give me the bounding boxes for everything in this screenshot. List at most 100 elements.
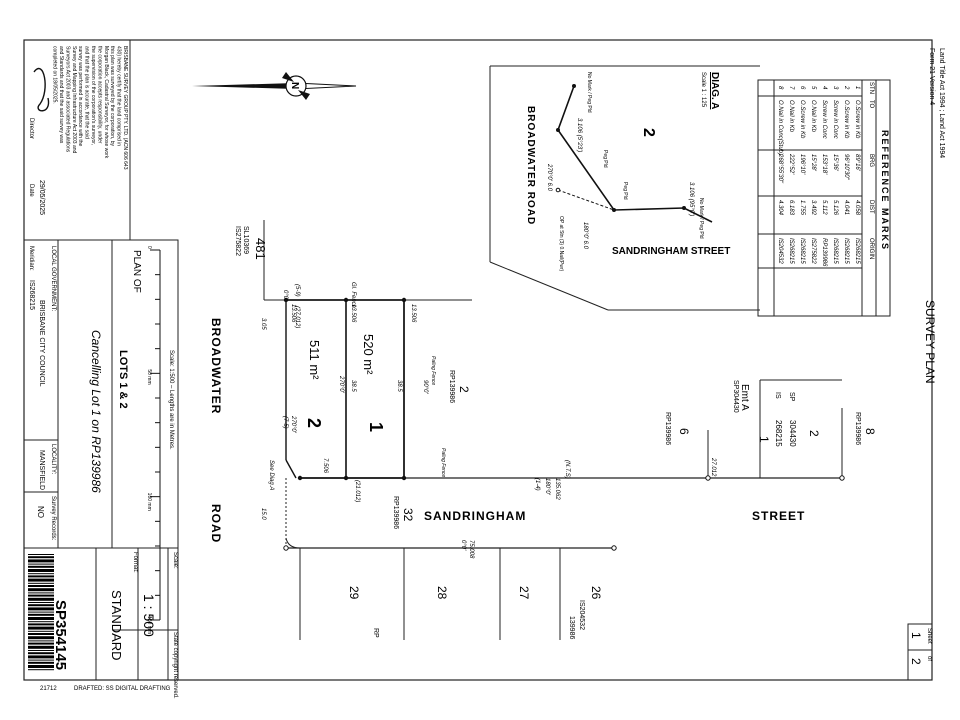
barcode-bar <box>28 585 54 587</box>
certificate-line: the corporation accepts responsibility, … <box>96 46 102 144</box>
diagram-a: DIAG. A Scale 1 : 125 2 BROADWATER ROAD … <box>489 65 760 311</box>
barcode-bar <box>28 652 54 655</box>
street-sandringham: SANDRINGHAM <box>424 509 526 523</box>
is-number: 268215 <box>774 420 783 447</box>
diag-chamfer-line <box>489 261 609 311</box>
ref-cell: 153°18' <box>821 154 827 175</box>
diag-station-note: Peg Pld <box>602 150 608 168</box>
ref-cell: 5.112 <box>821 200 827 215</box>
certificate-line: 430) hereby certify that the land compri… <box>116 46 122 146</box>
ref-cell: 8 <box>777 86 783 90</box>
rp-label: RP <box>372 628 379 638</box>
certificate-text: BRISBANE SURVEY GROUP PTY. LTD. (ACN 606… <box>52 46 128 170</box>
barcode-bar <box>28 559 54 563</box>
barcode-bar <box>28 642 54 645</box>
ref-col-header: STN <box>868 82 874 94</box>
road-broadwater: BROADWATER <box>209 318 223 414</box>
diag-station-note: Peg Pld <box>622 182 628 200</box>
barcode-bar <box>28 661 54 664</box>
act-title: Land Title Act 1994 ; Land Act 1994 <box>938 48 945 158</box>
dimension-depth: 38.5 <box>350 380 356 392</box>
barcode-bar <box>28 650 54 651</box>
ref-col-header: ORIGIN <box>868 238 874 259</box>
barcode-bar <box>28 578 54 582</box>
lot-6-plan: RP139986 <box>664 412 671 445</box>
barcode-bar <box>28 665 54 668</box>
diag-street-label: SANDRINGHAM STREET <box>612 246 730 257</box>
scale-value: 1 : 500 <box>141 594 157 637</box>
lot-26-label: 26 <box>589 586 603 600</box>
ref-cell: O.Screw in Kb <box>799 100 805 139</box>
form-version: Form 21 Version 4 <box>928 48 935 105</box>
ref-cell: O.Nail in Kb <box>788 100 794 133</box>
dimension-rear2: 7.506 <box>322 458 328 474</box>
format-value: STANDARD <box>109 590 124 661</box>
diag-road-label: BROADWATER ROAD <box>525 106 536 225</box>
certificate-line: completed on 18/05/2025. <box>52 46 58 104</box>
locality-label: LOCALITY: <box>50 444 56 475</box>
ref-marks-title: REFERENCE MARKS <box>880 130 890 251</box>
barcode-bar <box>28 617 54 620</box>
ref-cell: 89°16' <box>854 154 860 172</box>
street-word: STREET <box>752 509 805 523</box>
barcode-bar <box>28 655 54 659</box>
ref-marks-rows: 1O.Screw in Kb89°16'4.058IS2682152O.Scre… <box>777 85 860 267</box>
ref-cell: 15°28' <box>810 154 816 172</box>
diag-station-note: No Mark / Peg Pld <box>698 198 704 239</box>
dimension-paling_fence: Paling Fence <box>430 356 436 385</box>
ref-cell: IS268215 <box>788 238 794 264</box>
ref-cell: 3.492 <box>810 200 816 216</box>
ref-cell: Screw in Conc <box>832 100 838 139</box>
diag-dimension: 3.106 (5°23') <box>576 118 582 152</box>
lot-26-is: IS204532 <box>578 600 585 630</box>
plan-type: SURVEY PLAN <box>923 300 937 384</box>
certificate-block: BRISBANE SURVEY GROUP PTY. LTD. (ACN 606… <box>23 39 131 241</box>
ref-cell: 4 <box>821 86 827 90</box>
ref-cell: 96°10'30" <box>843 154 849 181</box>
dimension-d_27012: 27.012 <box>710 457 716 477</box>
barcode-bar <box>28 630 54 632</box>
dimension-fence_0: 0°0' <box>282 290 288 301</box>
dimension-boundary_bearing: 90°0' <box>422 380 428 394</box>
ref-cell: O.Nail in Conc(Stub) <box>777 100 783 155</box>
copyright-note: State copyright reserved. <box>172 632 178 699</box>
ref-cell: IS275822 <box>810 238 816 264</box>
lot-27-label: 27 <box>517 586 531 600</box>
barcode-bar <box>28 669 54 671</box>
sheet-of: of <box>926 656 932 661</box>
svg-text:N: N <box>289 82 300 89</box>
ref-cell: 15°36' <box>832 154 838 172</box>
ref-cell: 4.058 <box>854 200 860 216</box>
sheet-total: 2 <box>909 658 923 665</box>
ref-cell: 4.041 <box>843 200 849 215</box>
barcode-bar <box>28 611 54 613</box>
lot-481-plan: SL10369 <box>242 226 249 254</box>
dimension-rear: 13.506 <box>350 304 356 323</box>
lot-rp-2-plan: RP139986 <box>448 370 455 403</box>
lot-26-plan: 139986 <box>568 616 575 639</box>
road-broadwater-word: ROAD <box>209 504 223 543</box>
easement-plan: SP304430 <box>732 380 739 413</box>
dimension-gl_fence: Gl. Fence <box>350 282 356 309</box>
diag-station-note: No Mark / Peg Pld <box>586 72 592 113</box>
meridian-label: Meridian: <box>28 246 34 271</box>
ref-cell: 6 <box>799 86 805 90</box>
ref-cell: IS268215 <box>799 238 805 264</box>
dimension-d_75008: 75.008 <box>468 540 474 559</box>
ref-cell: 196°10' <box>799 154 805 175</box>
dimension-d_7_5: (7-5) <box>282 416 288 429</box>
lots-title: LOTS 1 & 2 <box>117 350 129 409</box>
scale-bar-label: 150 mm <box>146 616 152 634</box>
lot-32-plan: RP139986 <box>392 496 399 529</box>
signature-label: Director <box>28 118 34 139</box>
barcode-bar <box>28 573 54 575</box>
ref-cell: 1.755 <box>799 200 805 216</box>
certificate-line: survey was performed in accordance with … <box>77 46 83 147</box>
footer-drafted: DRAFTED: SS DIGITAL DRAFTING <box>74 686 171 692</box>
footer-job-number: 21712 <box>40 686 57 692</box>
ref-cell: Screw in Conc <box>821 100 827 139</box>
lot-481-is: IS275822 <box>234 226 241 256</box>
